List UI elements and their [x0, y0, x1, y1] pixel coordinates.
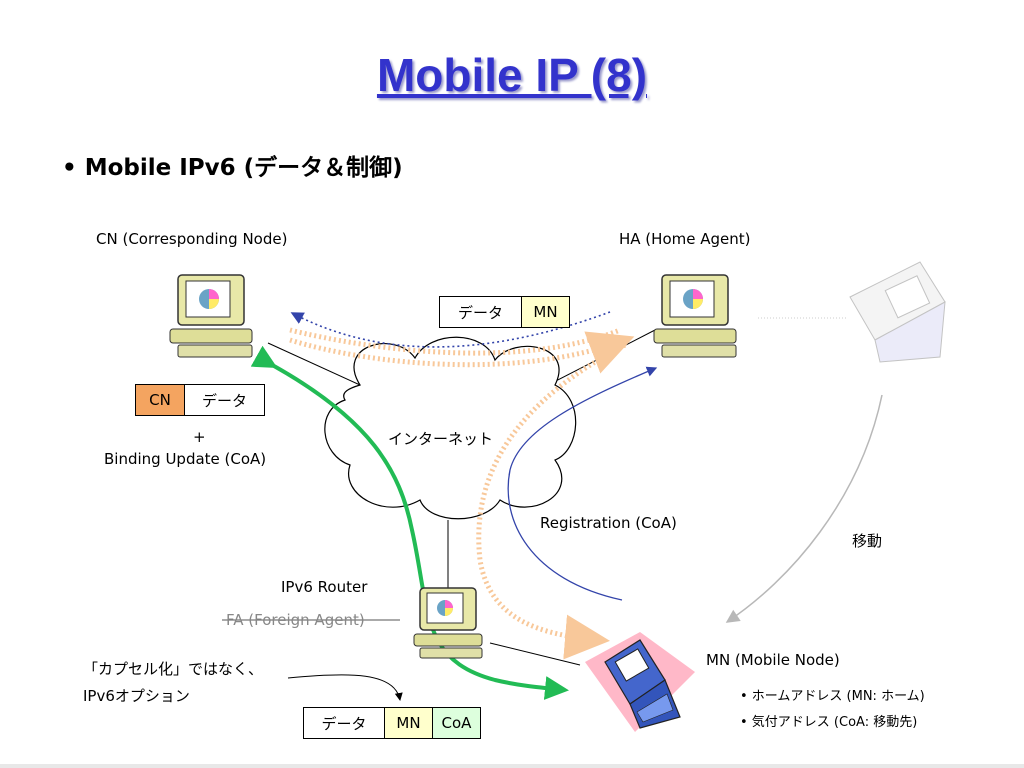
packet-top: データ MN [439, 296, 570, 328]
binding-update-label: Binding Update (CoA) [104, 450, 267, 468]
plus-label: + [193, 428, 206, 446]
packet-left: CN データ [135, 384, 265, 416]
link-cn-internet [267, 342, 361, 386]
fa-label: FA (Foreign Agent) [226, 611, 365, 629]
packet-bottom-coa: CoA [432, 708, 480, 738]
move-label: 移動 [852, 532, 883, 550]
ha-computer-icon [653, 274, 737, 358]
mn-label: MN (Mobile Node) [706, 651, 840, 669]
orange-path-top-1 [289, 327, 621, 356]
packet-left-cn: CN [136, 385, 184, 415]
router-computer-icon [413, 587, 483, 659]
note-ipv6-option: IPv6オプション [83, 687, 190, 705]
packet-bottom-data: データ [304, 708, 384, 738]
move-arrow [725, 394, 883, 623]
packet-top-mn: MN [521, 297, 569, 327]
page-title: Mobile IP (8) [376, 49, 648, 101]
router-label: IPv6 Router [281, 578, 368, 596]
mn-home-address: • ホームアドレス (MN: ホーム) [740, 689, 925, 704]
note-encapsulation: 「カプセル化」ではなく、 [83, 660, 264, 678]
footer-rule [0, 764, 1024, 768]
cn-computer-icon [169, 274, 253, 358]
packet-top-data: データ [440, 297, 521, 327]
registration-label: Registration (CoA) [540, 514, 677, 532]
laptop-home-faded-icon [849, 261, 946, 363]
cn-label: CN (Corresponding Node) [96, 230, 288, 248]
packet-bottom-mn: MN [384, 708, 432, 738]
ha-label: HA (Home Agent) [619, 230, 751, 248]
option-pointer-arrow [287, 674, 403, 701]
mn-laptop-icon [585, 632, 695, 732]
packet-bottom: データ MN CoA [303, 707, 481, 739]
bullet-heading: • Mobile IPv6 (データ＆制御) [62, 155, 403, 181]
internet-label: インターネット [388, 430, 494, 448]
mn-care-of-address: • 気付アドレス (CoA: 移動先) [740, 715, 918, 730]
packet-left-data: データ [184, 385, 264, 415]
link-router-mn [489, 642, 581, 666]
